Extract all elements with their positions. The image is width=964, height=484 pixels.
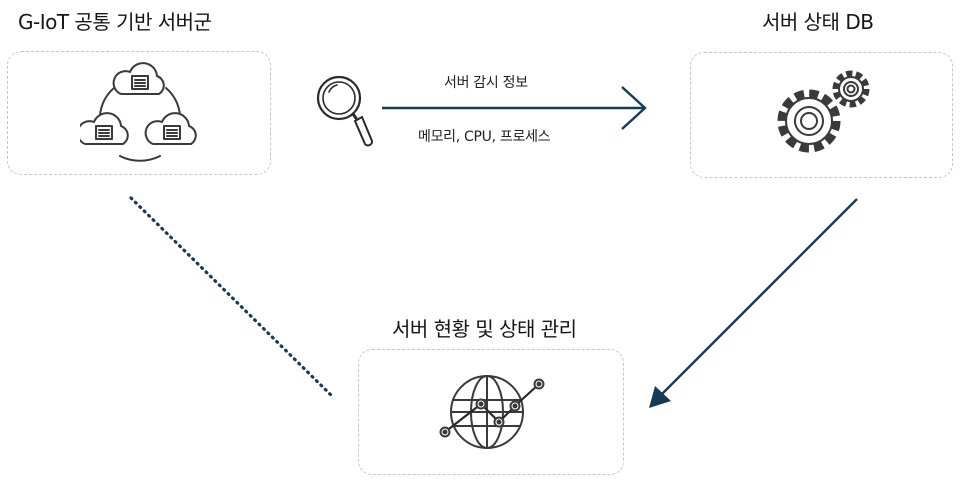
db-to-management-arrow-line [659,198,858,397]
magnifier-icon [316,75,373,147]
gears-icon [777,70,870,153]
cloud-servers-icon [80,62,197,162]
db-to-management-arrow-head [649,386,671,408]
servers-box [7,51,271,175]
dotted-link-line [129,196,336,400]
globe-network-icon [439,375,545,449]
management-title: 서버 현황 및 상태 관리 [392,317,577,341]
status-db-box [690,52,953,178]
servers-title: G-IoT 공통 기반 서버군 [18,10,212,34]
management-box [358,349,624,475]
status-db-title: 서버 상태 DB [762,10,874,34]
flow-label-top: 서버 감시 정보 [444,75,528,91]
flow-label-bottom: 메모리, CPU, 프로세스 [418,129,551,145]
monitor-arrow-head [621,86,647,130]
